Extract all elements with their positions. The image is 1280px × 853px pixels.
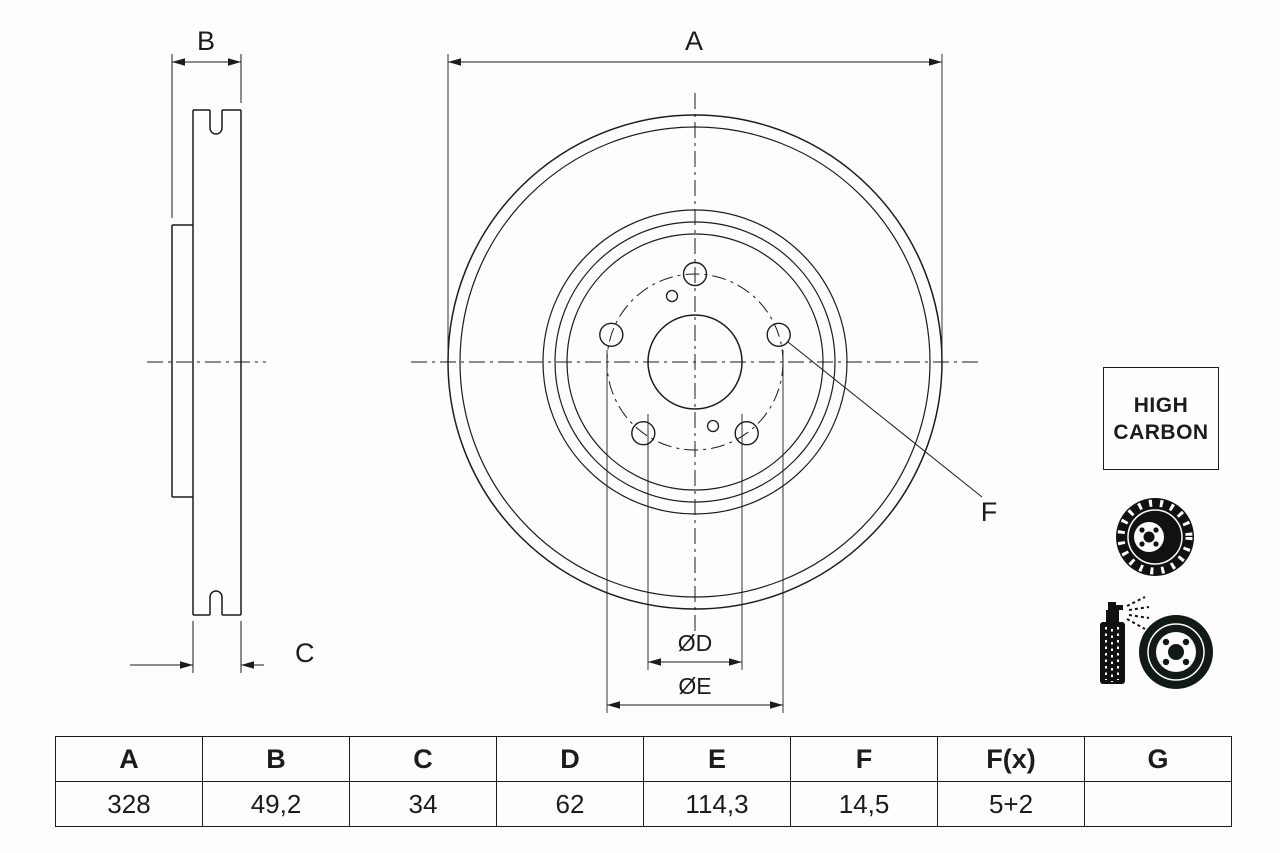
high-carbon-line1: HIGH bbox=[1133, 393, 1189, 417]
value-cell-d: 62 bbox=[496, 781, 644, 827]
dimension-e bbox=[606, 350, 784, 713]
value-cell-a: 328 bbox=[55, 781, 203, 827]
header-cell-e: E bbox=[643, 736, 791, 782]
value-cell-b: 49,2 bbox=[202, 781, 350, 827]
value-cell-fx: 5+2 bbox=[937, 781, 1085, 827]
value-cell-e: 114,3 bbox=[643, 781, 791, 827]
table-value-row: 328 49,2 34 62 114,3 14,5 5+2 bbox=[55, 781, 1232, 827]
dim-f-label: F bbox=[981, 497, 998, 527]
header-cell-f: F bbox=[790, 736, 938, 782]
brake-disc-icon bbox=[1116, 498, 1194, 576]
header-cell-g: G bbox=[1084, 736, 1232, 782]
dim-c-label: C bbox=[295, 638, 315, 668]
header-cell-a: A bbox=[55, 736, 203, 782]
dimension-f-leader bbox=[787, 341, 983, 498]
bolt-hole bbox=[599, 322, 624, 347]
dimension-d bbox=[647, 414, 743, 670]
bolt-hole bbox=[682, 261, 708, 287]
coating-spray-icon bbox=[1100, 596, 1213, 689]
header-cell-fx: F(x) bbox=[937, 736, 1085, 782]
dim-d-label: ØD bbox=[678, 630, 713, 656]
dim-b-label: B bbox=[197, 26, 215, 56]
value-cell-f: 14,5 bbox=[790, 781, 938, 827]
side-view bbox=[147, 109, 266, 616]
dim-e-label: ØE bbox=[678, 673, 711, 699]
high-carbon-line2: CARBON bbox=[1113, 420, 1209, 444]
technical-drawing: B C A bbox=[130, 26, 1213, 713]
table-header-row: A B C D E F F(x) G bbox=[55, 736, 1232, 782]
dimension-a bbox=[447, 54, 943, 356]
dimension-c bbox=[130, 621, 264, 673]
bolt-hole bbox=[766, 322, 791, 347]
dimension-b bbox=[171, 54, 242, 218]
bolt-hole bbox=[734, 421, 759, 446]
dim-a-label: A bbox=[685, 26, 703, 56]
pin-hole bbox=[706, 419, 720, 433]
dimensions-table: A B C D E F F(x) G 328 49,2 34 62 114,3 … bbox=[55, 736, 1232, 827]
high-carbon-badge: HIGH CARBON bbox=[1103, 367, 1219, 470]
front-view bbox=[411, 93, 979, 634]
value-cell-g bbox=[1084, 781, 1232, 827]
header-cell-b: B bbox=[202, 736, 350, 782]
pin-hole bbox=[665, 289, 679, 303]
header-cell-c: C bbox=[349, 736, 497, 782]
header-cell-d: D bbox=[496, 736, 644, 782]
value-cell-c: 34 bbox=[349, 781, 497, 827]
bolt-hole bbox=[631, 421, 656, 446]
